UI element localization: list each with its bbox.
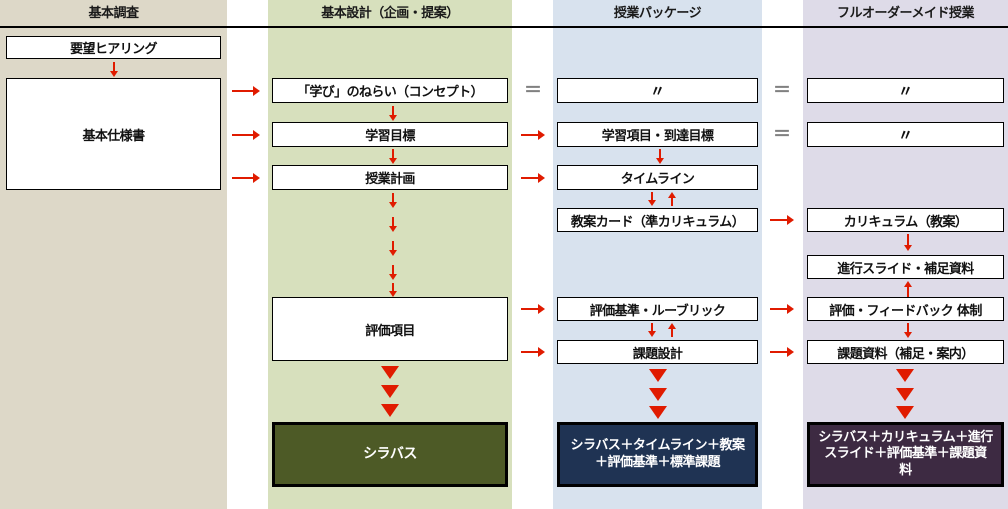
triangle-full-3	[896, 406, 914, 419]
triangle-pkg-2	[649, 388, 667, 401]
arrow-evalitem-to-assignment	[521, 347, 545, 357]
box-assignment-materials[interactable]: 課題資料（補足・案内）	[807, 340, 1004, 364]
arrow-timeline-to-card-down	[648, 192, 656, 206]
arrow-plan-chain-2	[389, 217, 397, 232]
column-title-full-custom: フルオーダーメイド授業	[837, 6, 974, 21]
box-requirement-hearing[interactable]: 要望ヒアリング	[6, 36, 221, 59]
box-goals-ditto[interactable]: 〃	[807, 122, 1004, 147]
box-evaluation-item[interactable]: 評価項目	[272, 297, 508, 361]
equals-goals: ＝	[773, 124, 791, 145]
arrow-plan-chain-1	[389, 193, 397, 208]
triangle-eval-to-syllabus-3	[381, 404, 399, 417]
box-basic-specification[interactable]: 基本仕様書	[6, 78, 221, 190]
arrow-plan-chain-5	[389, 283, 397, 297]
box-feedback-system[interactable]: 評価・フィードバック 体制	[807, 297, 1004, 321]
arrow-rubric-to-feedback	[770, 304, 794, 314]
column-title-basic-survey: 基本調査	[88, 6, 139, 21]
equals-concept: ＝	[524, 80, 542, 101]
result-full-line2: スライド＋評価基準＋課題資	[824, 446, 987, 462]
box-evaluation-rubric[interactable]: 評価基準・ルーブリック	[557, 297, 758, 321]
arrow-plan-chain-4	[389, 265, 397, 280]
arrow-curriculum-to-slides	[904, 234, 912, 251]
arrow-plan-chain-3	[389, 241, 397, 256]
box-timeline[interactable]: タイムライン	[557, 165, 758, 190]
column-title-lesson-package: 授業パッケージ	[613, 6, 702, 21]
result-package-line1: シラバス＋タイムライン＋教案	[570, 438, 745, 454]
result-full-line3: 料	[899, 462, 912, 478]
result-syllabus[interactable]: シラバス	[272, 422, 508, 487]
arrow-card-to-curriculum	[770, 215, 794, 225]
arrow-spec-to-goal	[232, 130, 260, 140]
arrow-items-to-timeline	[656, 149, 664, 164]
box-concept-ditto[interactable]: 〃	[557, 78, 758, 103]
equals-concept-2: ＝	[773, 80, 791, 101]
arrow-assignment-to-materials	[770, 347, 794, 357]
arrow-evalitem-to-rubric	[521, 304, 545, 314]
arrow-goal-to-learningitems	[521, 130, 545, 140]
result-package-line2: ＋評価基準＋標準課題	[594, 454, 721, 470]
arrow-feedback-to-slides-up	[904, 281, 912, 298]
triangle-eval-to-syllabus-1	[381, 366, 399, 379]
result-full-line1: シラバス＋カリキュラム＋進行	[818, 430, 993, 446]
box-concept-ditto-2[interactable]: 〃	[807, 78, 1004, 103]
arrow-assignment-to-rubric-up	[668, 323, 676, 337]
box-learning-items-goals[interactable]: 学習項目・到達目標	[557, 122, 758, 147]
triangle-pkg-1	[649, 369, 667, 382]
column-title-basic-design: 基本設計（企画・提案）	[321, 6, 459, 21]
triangle-eval-to-syllabus-2	[381, 385, 399, 398]
arrow-spec-to-concept	[232, 86, 260, 96]
arrow-card-to-timeline-up	[668, 192, 676, 206]
result-full-custom[interactable]: シラバス＋カリキュラム＋進行 スライド＋評価基準＋課題資 料	[807, 422, 1004, 487]
arrow-rubric-to-assignment-down	[648, 323, 656, 337]
result-lesson-package[interactable]: シラバス＋タイムライン＋教案 ＋評価基準＋標準課題	[557, 422, 758, 487]
box-progress-slides[interactable]: 進行スライド・補足資料	[807, 255, 1004, 279]
box-learning-goal[interactable]: 学習目標	[272, 122, 508, 147]
box-lesson-plan-card[interactable]: 教案カード（準カリキュラム）	[557, 208, 758, 232]
box-curriculum[interactable]: カリキュラム（教案）	[807, 208, 1004, 232]
arrow-concept-to-goal	[389, 106, 397, 121]
box-learning-concept[interactable]: 「学び」のねらい（コンセプト）	[272, 78, 508, 103]
arrow-goal-to-lessonplan	[389, 149, 397, 164]
arrow-lessonplan-to-timeline	[521, 173, 545, 183]
header-divider-rule	[0, 26, 1008, 28]
triangle-pkg-3	[649, 406, 667, 419]
arrow-hearing-to-spec	[110, 62, 118, 77]
arrow-spec-to-plan	[232, 173, 260, 183]
triangle-full-2	[896, 388, 914, 401]
triangle-full-1	[896, 369, 914, 382]
box-lesson-plan[interactable]: 授業計画	[272, 165, 508, 190]
arrow-feedback-to-materials	[904, 323, 912, 338]
box-assignment-design[interactable]: 課題設計	[557, 340, 758, 364]
